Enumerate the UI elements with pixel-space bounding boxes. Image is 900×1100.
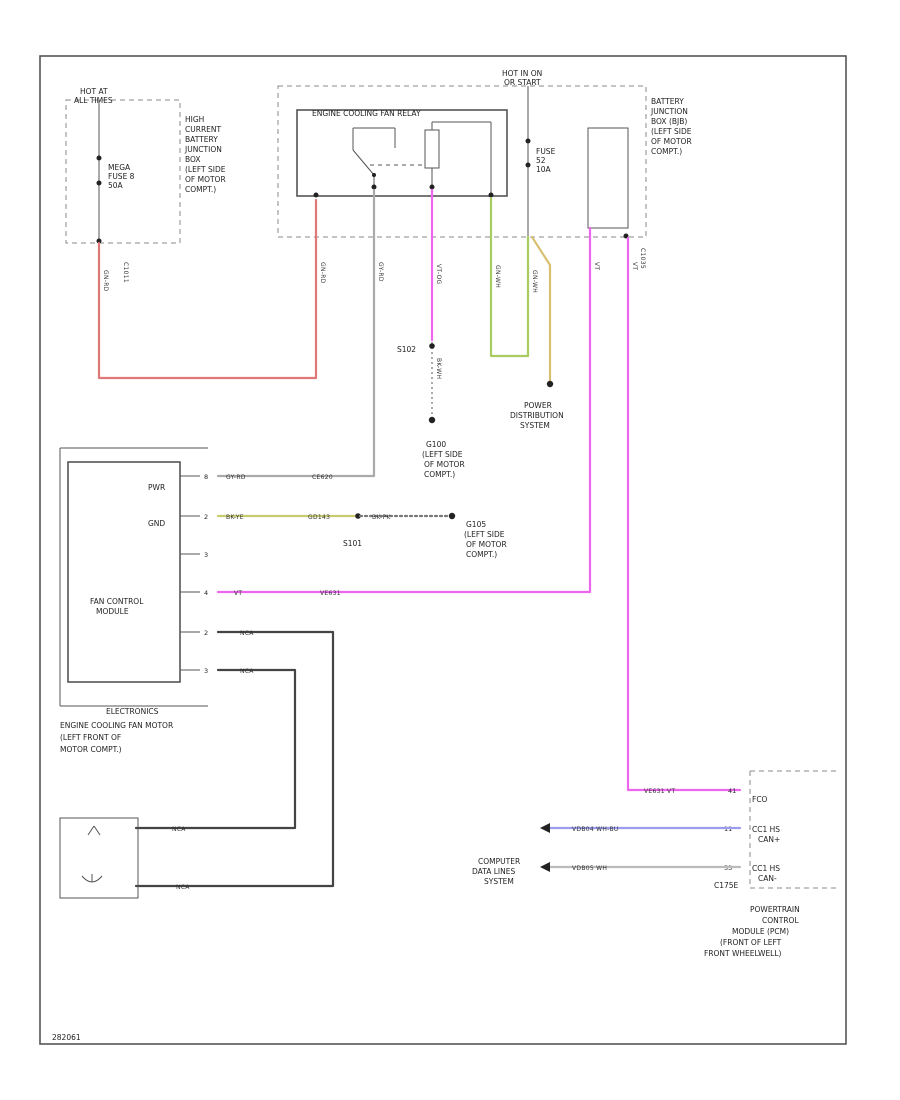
- pin-label-gnd: GND: [148, 519, 165, 528]
- ground-g100-label: G100 (LEFT SIDE OF MOTOR COMPT.): [422, 440, 467, 479]
- figure-id: 282061: [52, 1033, 81, 1042]
- svg-text:GN-RD: GN-RD: [102, 270, 109, 292]
- svg-text:BK-YE: BK-YE: [226, 514, 244, 521]
- svg-text:2: 2: [204, 629, 208, 637]
- wire-motor-a: [134, 630, 335, 888]
- power-distribution-label: POWER DISTRIBUTION SYSTEM: [510, 401, 566, 430]
- electronics-label: ELECTRONICS: [106, 707, 159, 716]
- diagram-frame: [39, 55, 847, 1045]
- pcm-label: POWERTRAIN CONTROL MODULE (PCM) (FRONT O…: [704, 905, 802, 958]
- high-current-bjb-label: HIGH CURRENT BATTERY JUNCTION BOX (LEFT …: [184, 115, 228, 194]
- svg-text:GN-RD: GN-RD: [319, 262, 326, 284]
- svg-text:NCA: NCA: [172, 826, 186, 833]
- svg-text:GD143: GD143: [308, 514, 330, 521]
- svg-text:GY-RD: GY-RD: [377, 262, 384, 282]
- wire-power-distribution: [530, 235, 552, 384]
- svg-text:BK-WH: BK-WH: [435, 358, 442, 379]
- svg-text:4: 4: [204, 589, 208, 597]
- splice-s101-label: S101: [343, 539, 362, 548]
- svg-text:VE631 VT: VE631 VT: [644, 788, 675, 795]
- svg-text:NCA: NCA: [176, 884, 190, 891]
- wire-fan-control: [216, 226, 592, 594]
- svg-text:VT: VT: [234, 590, 242, 597]
- svg-text:VDB04 WH-BU: VDB04 WH-BU: [572, 826, 619, 833]
- svg-text:VT-OG: VT-OG: [435, 264, 442, 284]
- wire-motor-b: [134, 668, 297, 830]
- connector-c1011-label: C1011: [122, 262, 129, 283]
- wire-pcm-fco: [626, 236, 742, 792]
- svg-text:VT: VT: [593, 262, 600, 270]
- svg-text:2: 2: [204, 513, 208, 521]
- pin-label-pwr: PWR: [148, 483, 165, 492]
- fan-motor-label: ENGINE COOLING FAN MOTOR (LEFT FRONT OF …: [60, 721, 176, 754]
- svg-text:3: 3: [204, 667, 208, 675]
- svg-text:NCA: NCA: [240, 668, 254, 675]
- wire-ignition-loop: [489, 196, 530, 358]
- can-plus-arrow: [540, 823, 550, 833]
- ground-g105-label: G105 (LEFT SIDE OF MOTOR COMPT.): [464, 520, 509, 559]
- svg-text:GN-WH: GN-WH: [494, 265, 501, 288]
- svg-text:CE620: CE620: [312, 474, 333, 481]
- bjb-label: BATTERY JUNCTION BOX (BJB) (LEFT SIDE OF…: [650, 97, 694, 156]
- svg-text:VE631: VE631: [320, 590, 341, 597]
- wire-bjb-feed: [97, 198, 318, 380]
- connector-c1035-label: C1035: [639, 248, 646, 269]
- can-minus-arrow: [540, 862, 550, 872]
- svg-text:GN-WH: GN-WH: [531, 270, 538, 293]
- svg-text:3: 3: [204, 551, 208, 559]
- svg-text:41: 41: [728, 787, 736, 795]
- svg-text:BK-PK: BK-PK: [372, 514, 391, 521]
- motor-symbol: [59, 817, 139, 899]
- wire-relay-output: [216, 188, 376, 478]
- bjb-internal-block: [587, 127, 629, 229]
- svg-text:NCA: NCA: [240, 630, 254, 637]
- relay-label: ENGINE COOLING FAN RELAY: [312, 109, 421, 118]
- svg-text:8: 8: [204, 473, 208, 481]
- splice-s102-label: S102: [397, 345, 416, 354]
- svg-text:GY-RD: GY-RD: [226, 474, 246, 481]
- pcm-pin-fco: FCO: [752, 795, 768, 804]
- svg-text:VT: VT: [631, 262, 638, 270]
- computer-data-lines-label: COMPUTER DATA LINES SYSTEM: [472, 857, 523, 886]
- svg-text:VDB05 WH: VDB05 WH: [572, 865, 607, 872]
- connector-c175e-label: C175E: [714, 881, 739, 890]
- engine-cooling-fan-relay: ENGINE COOLING FAN RELAY: [296, 109, 508, 198]
